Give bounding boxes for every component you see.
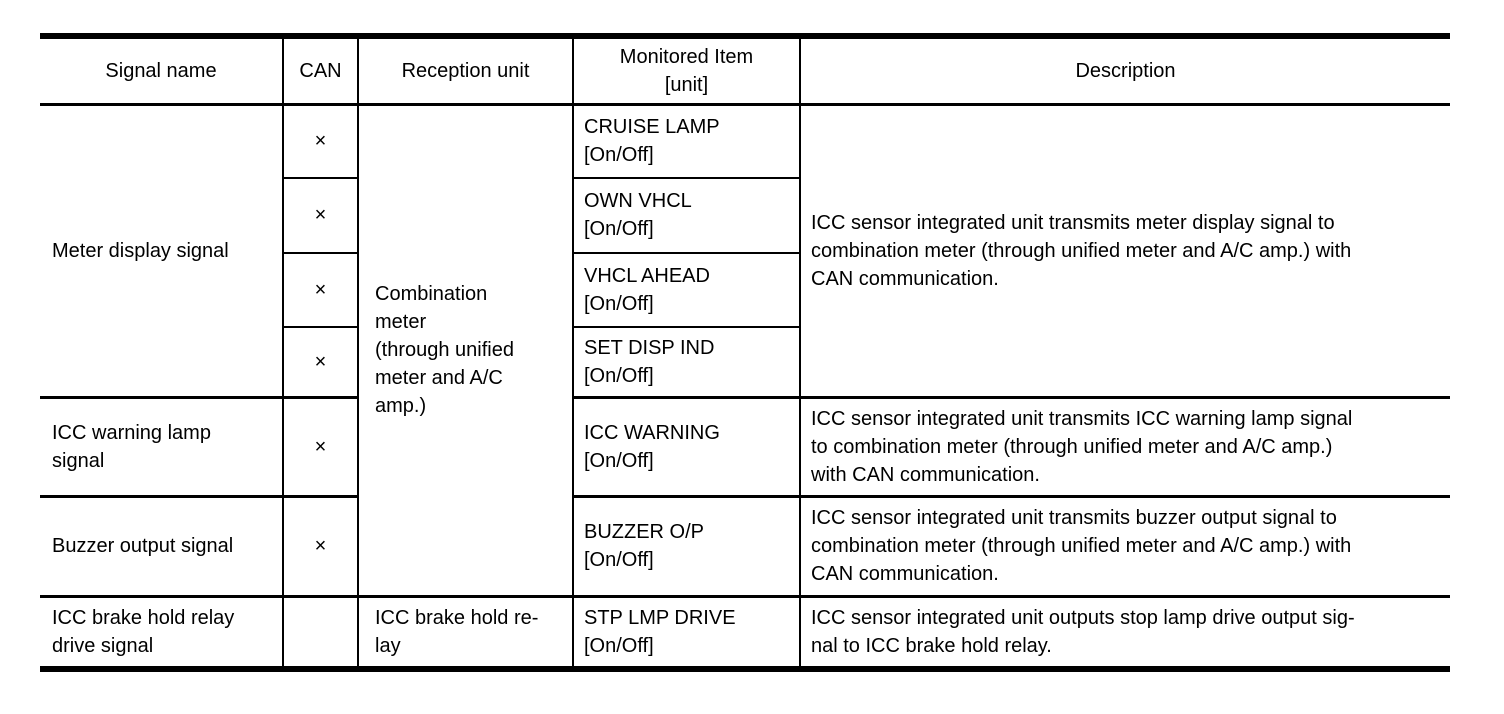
table-row-icc-brake-hold: ICC brake hold relay drive signal ICC br…	[40, 596, 1450, 669]
cell-can-mark	[282, 596, 359, 669]
header-signal-name: Signal name	[40, 36, 284, 106]
cell-signal-icc-warning: ICC warning lamp signal	[40, 397, 284, 498]
cell-monitored-icc-warning: ICC WARNING [On/Off]	[572, 397, 801, 498]
cell-reception-icc-brake-hold-relay: ICC brake hold re- lay	[357, 596, 574, 669]
table-row-meter-display-2: × OWN VHCL [On/Off]	[40, 177, 1450, 254]
table-row-meter-display-4: × SET DISP IND [On/Off]	[40, 326, 1450, 399]
table-header: Signal name CAN Reception unit Monitored…	[40, 36, 1450, 106]
header-can: CAN	[282, 36, 359, 106]
table-body: Meter display signal × Combination meter…	[40, 104, 1450, 669]
cell-monitored-vhcl-ahead: VHCL AHEAD [On/Off]	[572, 252, 801, 328]
header-reception-unit: Reception unit	[357, 36, 574, 106]
cell-monitored-own-vhcl: OWN VHCL [On/Off]	[572, 177, 801, 254]
cell-can-mark: ×	[282, 326, 359, 399]
cell-reception-combination-meter: Combination meter (through unified meter…	[357, 104, 574, 598]
signal-table-container: Signal name CAN Reception unit Monitored…	[40, 33, 1450, 672]
table-row-buzzer-output: Buzzer output signal × BUZZER O/P [On/Of…	[40, 496, 1450, 598]
cell-signal-icc-brake-hold: ICC brake hold relay drive signal	[40, 596, 284, 669]
header-description: Description	[799, 36, 1450, 106]
cell-can-mark: ×	[282, 496, 359, 598]
cell-monitored-cruise-lamp: CRUISE LAMP [On/Off]	[572, 104, 801, 179]
cell-description-buzzer-output: ICC sensor integrated unit transmits buz…	[799, 496, 1450, 598]
cell-can-mark: ×	[282, 252, 359, 328]
cell-can-mark: ×	[282, 104, 359, 179]
cell-signal-meter-display: Meter display signal	[40, 104, 284, 399]
cell-description-meter-display: ICC sensor integrated unit transmits met…	[799, 104, 1450, 399]
cell-signal-buzzer-output: Buzzer output signal	[40, 496, 284, 598]
table-row-icc-warning: ICC warning lamp signal × ICC WARNING [O…	[40, 397, 1450, 498]
cell-can-mark: ×	[282, 397, 359, 498]
header-row: Signal name CAN Reception unit Monitored…	[40, 36, 1450, 106]
cell-can-mark: ×	[282, 177, 359, 254]
signal-table: Signal name CAN Reception unit Monitored…	[40, 33, 1450, 672]
cell-monitored-stp-lmp-drive: STP LMP DRIVE [On/Off]	[572, 596, 801, 669]
table-row-meter-display-1: Meter display signal × Combination meter…	[40, 104, 1450, 598]
cell-description-icc-warning: ICC sensor integrated unit transmits ICC…	[799, 397, 1450, 498]
cell-description-icc-brake-hold: ICC sensor integrated unit outputs stop …	[799, 596, 1450, 669]
cell-monitored-buzzer-op: BUZZER O/P [On/Off]	[572, 496, 801, 598]
cell-monitored-set-disp-ind: SET DISP IND [On/Off]	[572, 326, 801, 399]
table-row-meter-display-3: × VHCL AHEAD [On/Off]	[40, 252, 1450, 328]
header-monitored-item: Monitored Item [unit]	[572, 36, 801, 106]
